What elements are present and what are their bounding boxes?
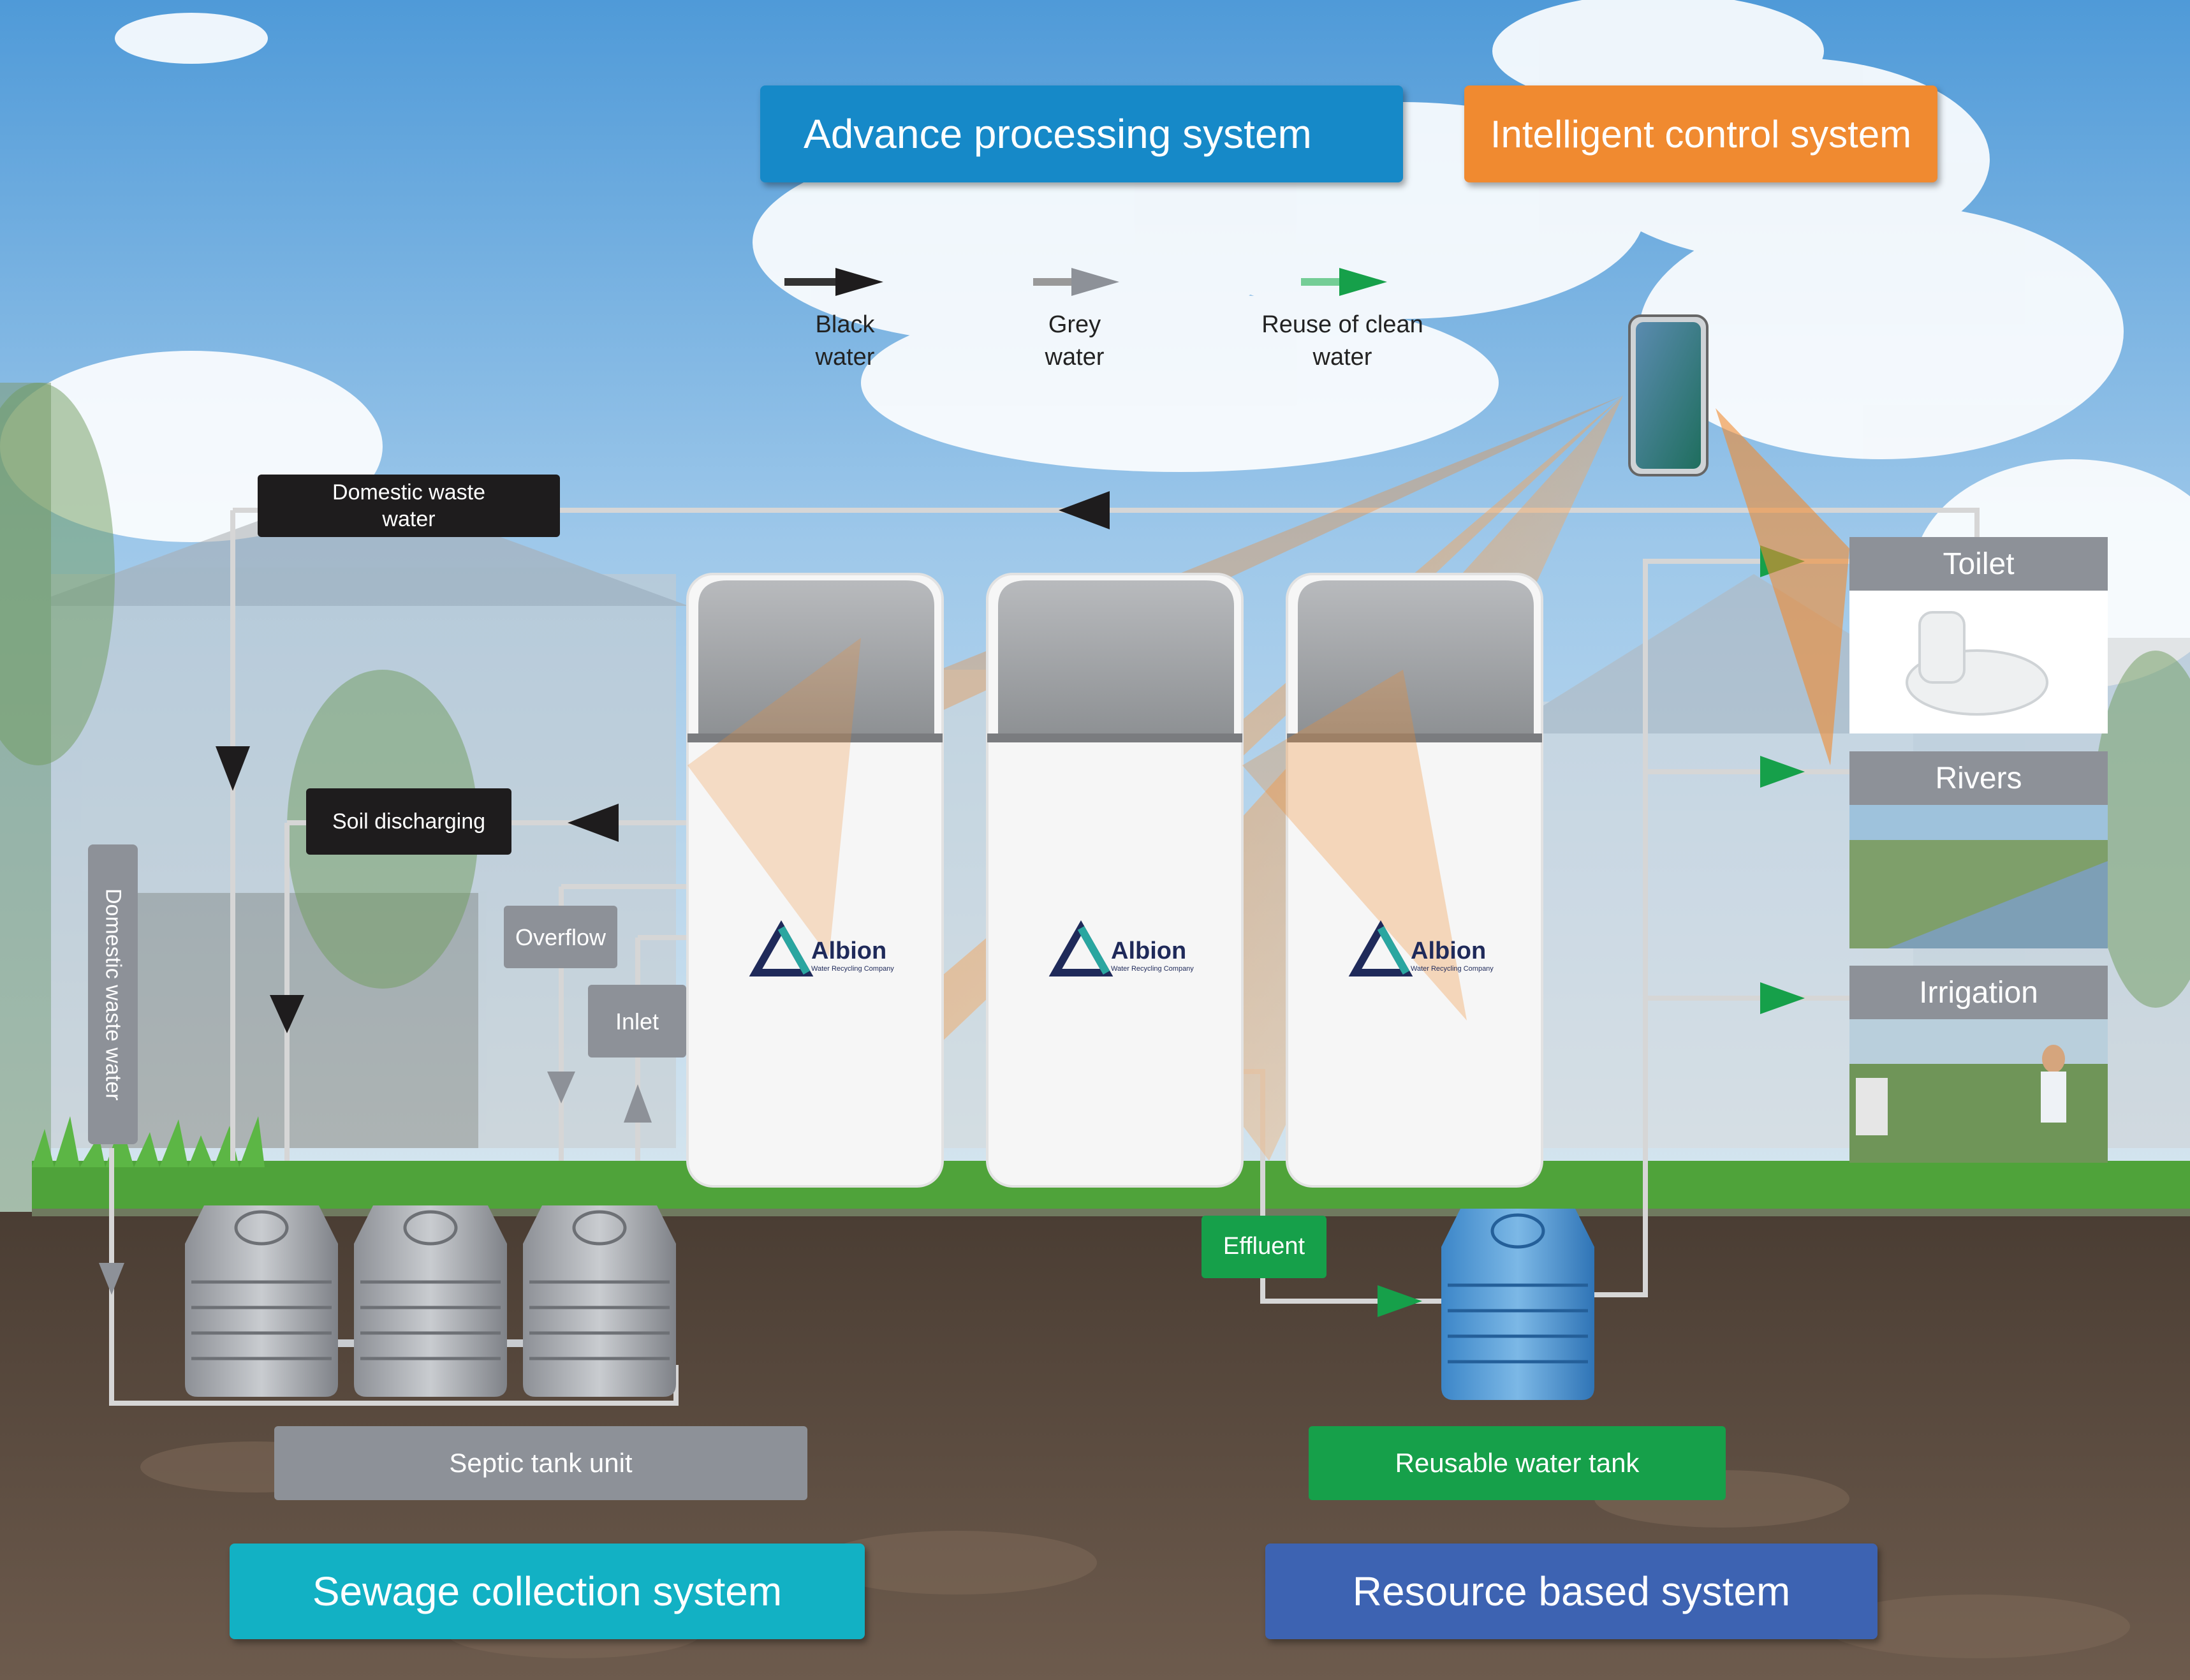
reusable-water-tank <box>1441 1209 1594 1400</box>
reuse-arrow-effluent <box>1378 1285 1422 1317</box>
legend-arrows <box>784 268 1387 296</box>
grey-water-legend-arrow <box>1071 268 1119 296</box>
brand-tagline: Water Recycling Company <box>1411 965 1494 973</box>
advance-processing-system-title: Advance processing system <box>760 85 1403 182</box>
legend-reuse-clean-water: Reuse of clean water <box>1261 311 1423 371</box>
control-beam-right <box>1716 408 1849 765</box>
intelligent-control-system-title: Intelligent control system <box>1464 85 1937 182</box>
inlet-label: Inlet <box>588 985 686 1057</box>
reuse-legend-arrow <box>1339 268 1387 296</box>
black-water-arrow-top <box>1059 491 1110 529</box>
brand-name: Albion <box>811 938 887 964</box>
processing-unit-2 <box>986 573 1244 1188</box>
septic-tanks <box>185 1205 676 1397</box>
rivers-heading: Rivers <box>1849 751 2108 805</box>
brand-label-unit-3: Albion Water Recycling Company <box>1411 938 1494 973</box>
brand-label-unit-1: Albion Water Recycling Company <box>811 938 894 973</box>
brand-label-unit-2: Albion Water Recycling Company <box>1111 938 1194 973</box>
reuse-arrow-rivers <box>1760 756 1805 788</box>
domestic-waste-water-label: Domestic waste water <box>258 475 560 537</box>
processing-unit-1 <box>686 573 944 1188</box>
brand-name: Albion <box>1111 938 1187 964</box>
destination-images <box>1849 590 2108 1163</box>
brand-logos <box>749 920 1413 976</box>
black-water-arrow-soil <box>568 804 619 842</box>
black-water-legend-arrow <box>835 268 883 296</box>
smartphone <box>1628 314 1709 476</box>
black-water-arrow-down <box>216 746 250 791</box>
brand-tagline: Water Recycling Company <box>811 965 894 973</box>
sewage-collection-system-title: Sewage collection system <box>230 1544 865 1639</box>
septic-tank-unit-label: Septic tank unit <box>274 1426 807 1500</box>
domestic-waste-water-vertical-label: Domestic waste water <box>88 844 138 1144</box>
irrigation-heading: Irrigation <box>1849 966 2108 1019</box>
processing-unit-3 <box>1286 573 1543 1188</box>
overflow-label: Overflow <box>504 906 617 968</box>
effluent-label: Effluent <box>1202 1216 1326 1278</box>
soil-discharging-label: Soil discharging <box>306 788 511 855</box>
processing-units <box>686 573 1543 1188</box>
brand-name: Albion <box>1411 938 1487 964</box>
brand-tagline: Water Recycling Company <box>1111 965 1194 973</box>
reuse-arrow-irrigation <box>1760 982 1805 1014</box>
legend-grey-water: Grey water <box>1045 311 1105 371</box>
reusable-water-tank-label: Reusable water tank <box>1309 1426 1726 1500</box>
flow-arrows <box>99 491 1805 1317</box>
toilet-heading: Toilet <box>1849 537 2108 591</box>
legend-black-water: Black water <box>815 311 875 371</box>
resource-based-system-title: Resource based system <box>1265 1544 1878 1639</box>
